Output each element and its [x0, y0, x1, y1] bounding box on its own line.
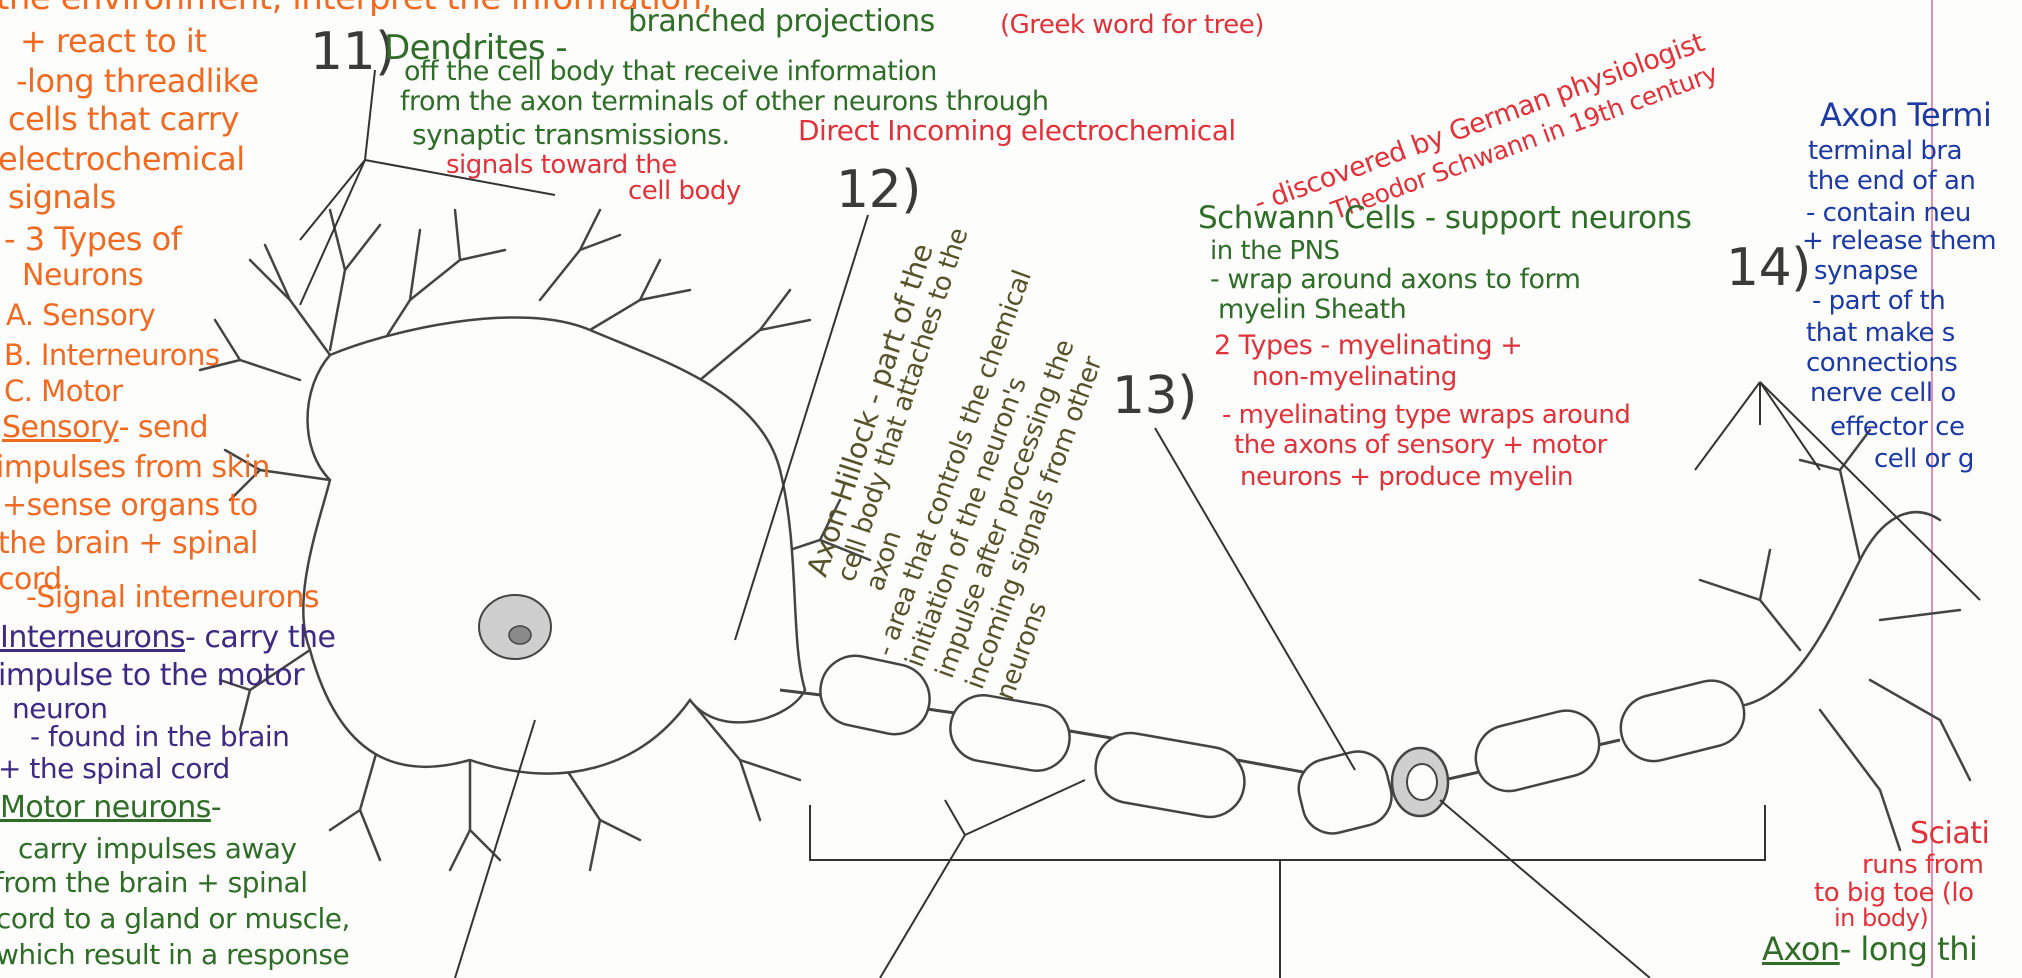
dendrites-greek: (Greek word for tree): [1000, 10, 1264, 40]
note-brain-spinal: the brain + spinal: [0, 526, 258, 561]
terminals-line6: synapse: [1814, 256, 1918, 286]
note-sensory-def: Sensory- send: [2, 410, 208, 445]
terminals-line5: + release them: [1802, 226, 1996, 256]
dendrites-cell-body: cell body: [628, 176, 741, 206]
dendrites-branched: branched projections: [628, 4, 935, 39]
cell-body-shape: [303, 317, 805, 773]
dendrites-line2: off the cell body that receive informati…: [404, 56, 937, 87]
terminals-line3: the end of an: [1808, 166, 1975, 196]
note-gland-muscle: cord to a gland or muscle,: [0, 902, 350, 935]
note-sensory-type: A. Sensory: [6, 298, 155, 332]
note-signal-interneurons: -Signal interneurons: [26, 580, 319, 615]
schwann-wrap: - wrap around axons to form: [1210, 264, 1580, 295]
note-sense-organs: +sense organs to: [2, 488, 258, 523]
label-number-11: 11): [310, 22, 395, 82]
terminals-line10: nerve cell o: [1810, 378, 1956, 408]
dendrites-line4: synaptic transmissions.: [412, 118, 730, 151]
note-react: + react to it: [20, 22, 206, 60]
schwann-pns: in the PNS: [1210, 236, 1340, 266]
axon-terminal-shape: [1700, 430, 1970, 850]
note-motor-def: Motor neurons-: [0, 790, 221, 825]
note-impulse-motor: impulse to the motor: [0, 658, 304, 693]
note-threadlike: -long threadlike: [16, 62, 259, 100]
terminals-line11: effector ce: [1830, 412, 1964, 442]
label-number-12: 12): [836, 160, 921, 220]
note-carry-away: carry impulses away: [18, 832, 297, 865]
note-neurons: Neurons: [22, 258, 143, 293]
schwann-axons: the axons of sensory + motor: [1234, 430, 1607, 460]
nucleolus-shape: [509, 626, 531, 644]
terminals-line12: cell or g: [1874, 444, 1974, 474]
note-interneurons-type: B. Interneurons: [4, 338, 220, 372]
note-from-brain: from the brain + spinal: [0, 866, 307, 899]
schwann-title: Schwann Cells - support neurons: [1198, 200, 1691, 236]
note-motor-type: C. Motor: [4, 374, 123, 408]
note-response: which result in a response: [0, 938, 349, 971]
label-number-13: 13): [1112, 366, 1197, 426]
schwann-myelinating-type: - myelinating type wraps around: [1222, 400, 1630, 430]
terminals-line2: terminal bra: [1808, 136, 1962, 166]
note-impulses-skin: impulses from skin: [0, 450, 270, 485]
terminals-line8: that make s: [1806, 318, 1955, 348]
schwann-myelin: myelin Sheath: [1218, 294, 1406, 325]
terminals-line7: - part of th: [1812, 286, 1945, 316]
terminals-line9: connections: [1806, 348, 1957, 378]
terminals-title: Axon Termi: [1820, 96, 1991, 134]
dendrites-line3: from the axon terminals of other neurons…: [400, 86, 1048, 117]
terminals-line4: - contain neu: [1806, 198, 1971, 228]
schwann-produce: neurons + produce myelin: [1240, 462, 1573, 492]
note-signals: signals: [8, 178, 116, 216]
sciatic-body: in body): [1834, 904, 1928, 932]
note-three-types: - 3 Types of: [4, 220, 181, 258]
schwann-types: 2 Types - myelinating +: [1214, 330, 1522, 361]
sciatic-title: Sciati: [1910, 816, 1989, 851]
note-interneurons-def: Interneurons- carry the: [0, 620, 335, 655]
sciatic-runs: runs from: [1862, 850, 1983, 880]
cross-section-inner: [1407, 764, 1437, 800]
axon-definition: Axon- long thi: [1762, 930, 1977, 968]
note-found-brain: - found in the brain: [30, 720, 289, 753]
note-spinal-cord: + the spinal cord: [0, 752, 230, 785]
schwann-non-myelinating: non-myelinating: [1252, 362, 1457, 392]
note-electrochemical: electrochemical: [0, 140, 245, 178]
note-cells-carry: cells that carry: [8, 100, 239, 138]
dendrites-direct: Direct Incoming electrochemical: [798, 114, 1236, 147]
label-number-14: 14): [1726, 238, 1811, 298]
note-env: the environment, interpret the informati…: [0, 0, 712, 18]
